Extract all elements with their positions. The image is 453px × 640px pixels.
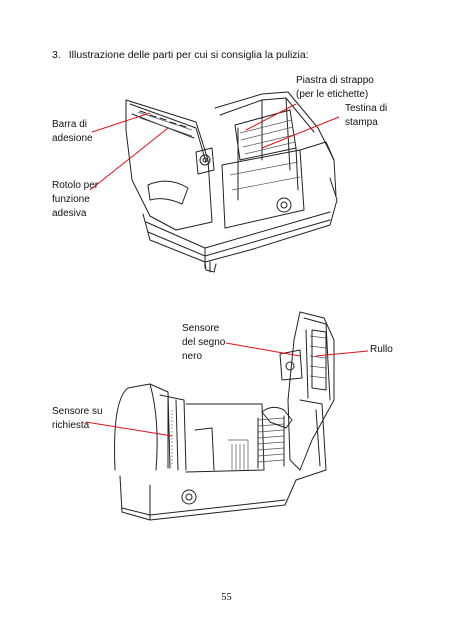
leader-sensore-richiesta bbox=[85, 421, 173, 437]
section-heading: 3. Illustrazione delle parti per cui si c… bbox=[52, 49, 309, 61]
leader-rullo bbox=[315, 350, 369, 357]
label-rullo: Rullo bbox=[370, 344, 393, 355]
label-barra-adesione: Barra di adesione bbox=[52, 119, 93, 144]
label-testina-stampa: Testina di stampa bbox=[345, 103, 388, 128]
page-number: 55 bbox=[221, 592, 232, 603]
leader-piastra bbox=[245, 103, 297, 131]
leader-testina bbox=[261, 116, 340, 149]
label-sensore-richiesta: Sensore su richiesta bbox=[52, 406, 103, 431]
printer-side-drawing bbox=[114, 311, 335, 521]
leader-barra-adesione bbox=[91, 112, 151, 133]
printer-open-drawing bbox=[125, 91, 338, 273]
leader-rotolo bbox=[89, 127, 169, 191]
leader-sensore-segno bbox=[225, 342, 301, 357]
section-number: 3. bbox=[52, 49, 61, 61]
label-piastra-strappo: Piastra di strappo (per le etichette) bbox=[296, 75, 374, 100]
leader-lines bbox=[85, 103, 369, 437]
label-sensore-segno-nero: Sensore del segno nero bbox=[182, 323, 226, 362]
section-title: Illustrazione delle parti per cui si con… bbox=[68, 49, 309, 61]
label-rotolo-adesiva: Rotolo per funzione adesiva bbox=[52, 180, 99, 219]
